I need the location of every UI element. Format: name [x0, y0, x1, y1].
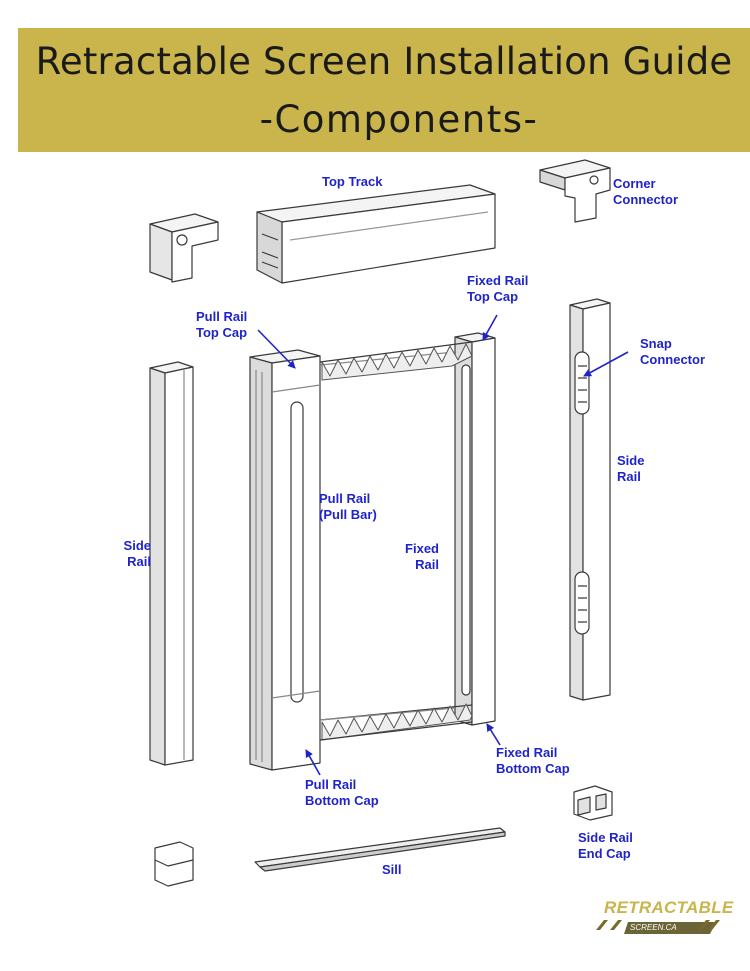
top-track-part: [256, 184, 496, 284]
arrow-snap-connector: [583, 351, 629, 377]
logo-wordmark: RETRACTABLE: [604, 898, 734, 917]
logo-stripes: [596, 920, 720, 934]
label-side-rail-left: Side Rail: [123, 538, 151, 569]
label-sill: Sill: [382, 862, 402, 877]
side-rail-end-cap-part: [573, 785, 613, 821]
side-rail-right-part: [569, 298, 611, 701]
label-fixed-rail-bottom-cap: Fixed Rail Bottom Cap: [496, 745, 570, 776]
side-rail-left-part: [149, 361, 194, 766]
bottom-pleats: [321, 703, 473, 741]
label-pull-rail-bottom-cap: Pull Rail Bottom Cap: [305, 777, 379, 808]
title-banner: Retractable Screen Installation Guide -C…: [18, 28, 750, 152]
label-side-rail-end-cap: Side Rail End Cap: [578, 830, 633, 861]
label-fixed-rail: Fixed Rail: [405, 541, 439, 572]
sill-part: [254, 827, 506, 872]
label-corner-connector: Corner Connector: [613, 176, 678, 207]
label-pull-rail: Pull Rail (Pull Bar): [319, 491, 377, 522]
top-pleats: [321, 343, 473, 381]
fixed-rail-part: [454, 332, 496, 726]
arrow-pull-rail-top-cap: [257, 329, 296, 369]
label-side-rail-right: Side Rail: [617, 453, 645, 484]
arrow-pull-rail-bottom-cap: [305, 749, 321, 776]
label-top-track: Top Track: [322, 174, 383, 189]
label-fixed-rail-top-cap: Fixed Rail Top Cap: [467, 273, 529, 304]
side-rail-end-cap-left-part: [154, 841, 194, 887]
label-snap-connector: Snap Connector: [640, 336, 705, 367]
arrow-fixed-rail-top-cap: [482, 314, 498, 341]
logo-domain: SCREEN.CA: [630, 923, 677, 932]
page-title: Retractable Screen Installation Guide: [35, 40, 733, 83]
pull-rail-part: [249, 349, 321, 771]
arrow-fixed-rail-bottom-cap: [486, 723, 501, 746]
page-subtitle: -Components-: [259, 98, 539, 141]
corner-connector-left-part: [149, 213, 219, 283]
label-pull-rail-top-cap: Pull Rail Top Cap: [196, 309, 248, 340]
retractable-screen-logo: RETRACTABLE SCREEN.CA: [590, 898, 733, 943]
corner-connector-part: [539, 159, 611, 223]
